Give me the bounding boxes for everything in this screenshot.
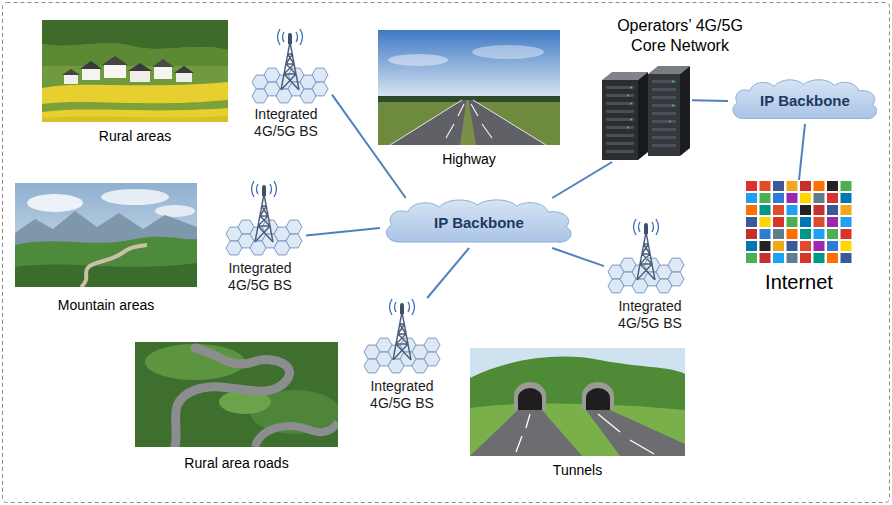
base-station-label: Integrated 4G/5G BS xyxy=(215,260,305,294)
photo-caption: Highway xyxy=(379,151,559,168)
core-network-label: Operators’ 4G/5G Core Network xyxy=(605,16,755,56)
cloud-outline xyxy=(386,200,571,242)
photo-caption: Rural areas xyxy=(45,128,225,145)
base-station: Integrated 4G/5G BS xyxy=(222,180,306,254)
app-grid: Internet xyxy=(745,180,853,262)
link-line xyxy=(692,99,728,102)
photo-caption: Tunnels xyxy=(478,462,678,479)
core-server: Operators’ 4G/5G Core Network xyxy=(598,64,692,162)
photo-frame: Rural area roads xyxy=(135,342,338,447)
link-line xyxy=(332,95,406,198)
base-station-label: Integrated 4G/5G BS xyxy=(241,106,331,140)
link-line xyxy=(552,162,612,198)
base-station-icon xyxy=(226,181,302,255)
photo-frame: Mountain areas xyxy=(15,183,197,287)
photo-caption: Mountain areas xyxy=(16,297,196,314)
rural-photo xyxy=(42,20,228,122)
link-line xyxy=(552,248,604,266)
base-station-icon xyxy=(252,29,328,103)
app-icons xyxy=(746,181,852,263)
photo-frame: Highway xyxy=(378,30,560,145)
network-cloud: IP Backbone xyxy=(380,198,578,248)
rural-roads-photo xyxy=(135,342,340,447)
base-station-label: Integrated 4G/5G BS xyxy=(605,298,695,332)
cloud-outline xyxy=(733,80,877,119)
base-station-label: Integrated 4G/5G BS xyxy=(357,378,447,412)
base-station: Integrated 4G/5G BS xyxy=(248,28,332,102)
photo-frame: Rural areas xyxy=(42,20,228,122)
link-line xyxy=(799,124,805,180)
highway-photo xyxy=(378,30,560,145)
server-rack xyxy=(602,66,690,160)
outer-frame xyxy=(3,3,890,503)
link-line xyxy=(306,228,380,236)
photo-caption: Rural area roads xyxy=(137,455,337,472)
cloud-label: IP Backbone xyxy=(754,92,856,110)
base-station: Integrated 4G/5G BS xyxy=(360,298,444,372)
link-line xyxy=(427,248,469,298)
base-station: Integrated 4G/5G BS xyxy=(604,218,688,292)
houses xyxy=(62,56,194,84)
base-station-icon xyxy=(608,219,684,293)
base-station-icon xyxy=(364,299,440,373)
internet-label: Internet xyxy=(745,270,853,294)
cloud-label: IP Backbone xyxy=(428,214,530,232)
photo-frame: Tunnels xyxy=(470,348,685,456)
tunnels-photo xyxy=(470,348,685,456)
network-cloud: IP Backbone xyxy=(728,78,882,124)
mountain-photo xyxy=(15,183,197,287)
